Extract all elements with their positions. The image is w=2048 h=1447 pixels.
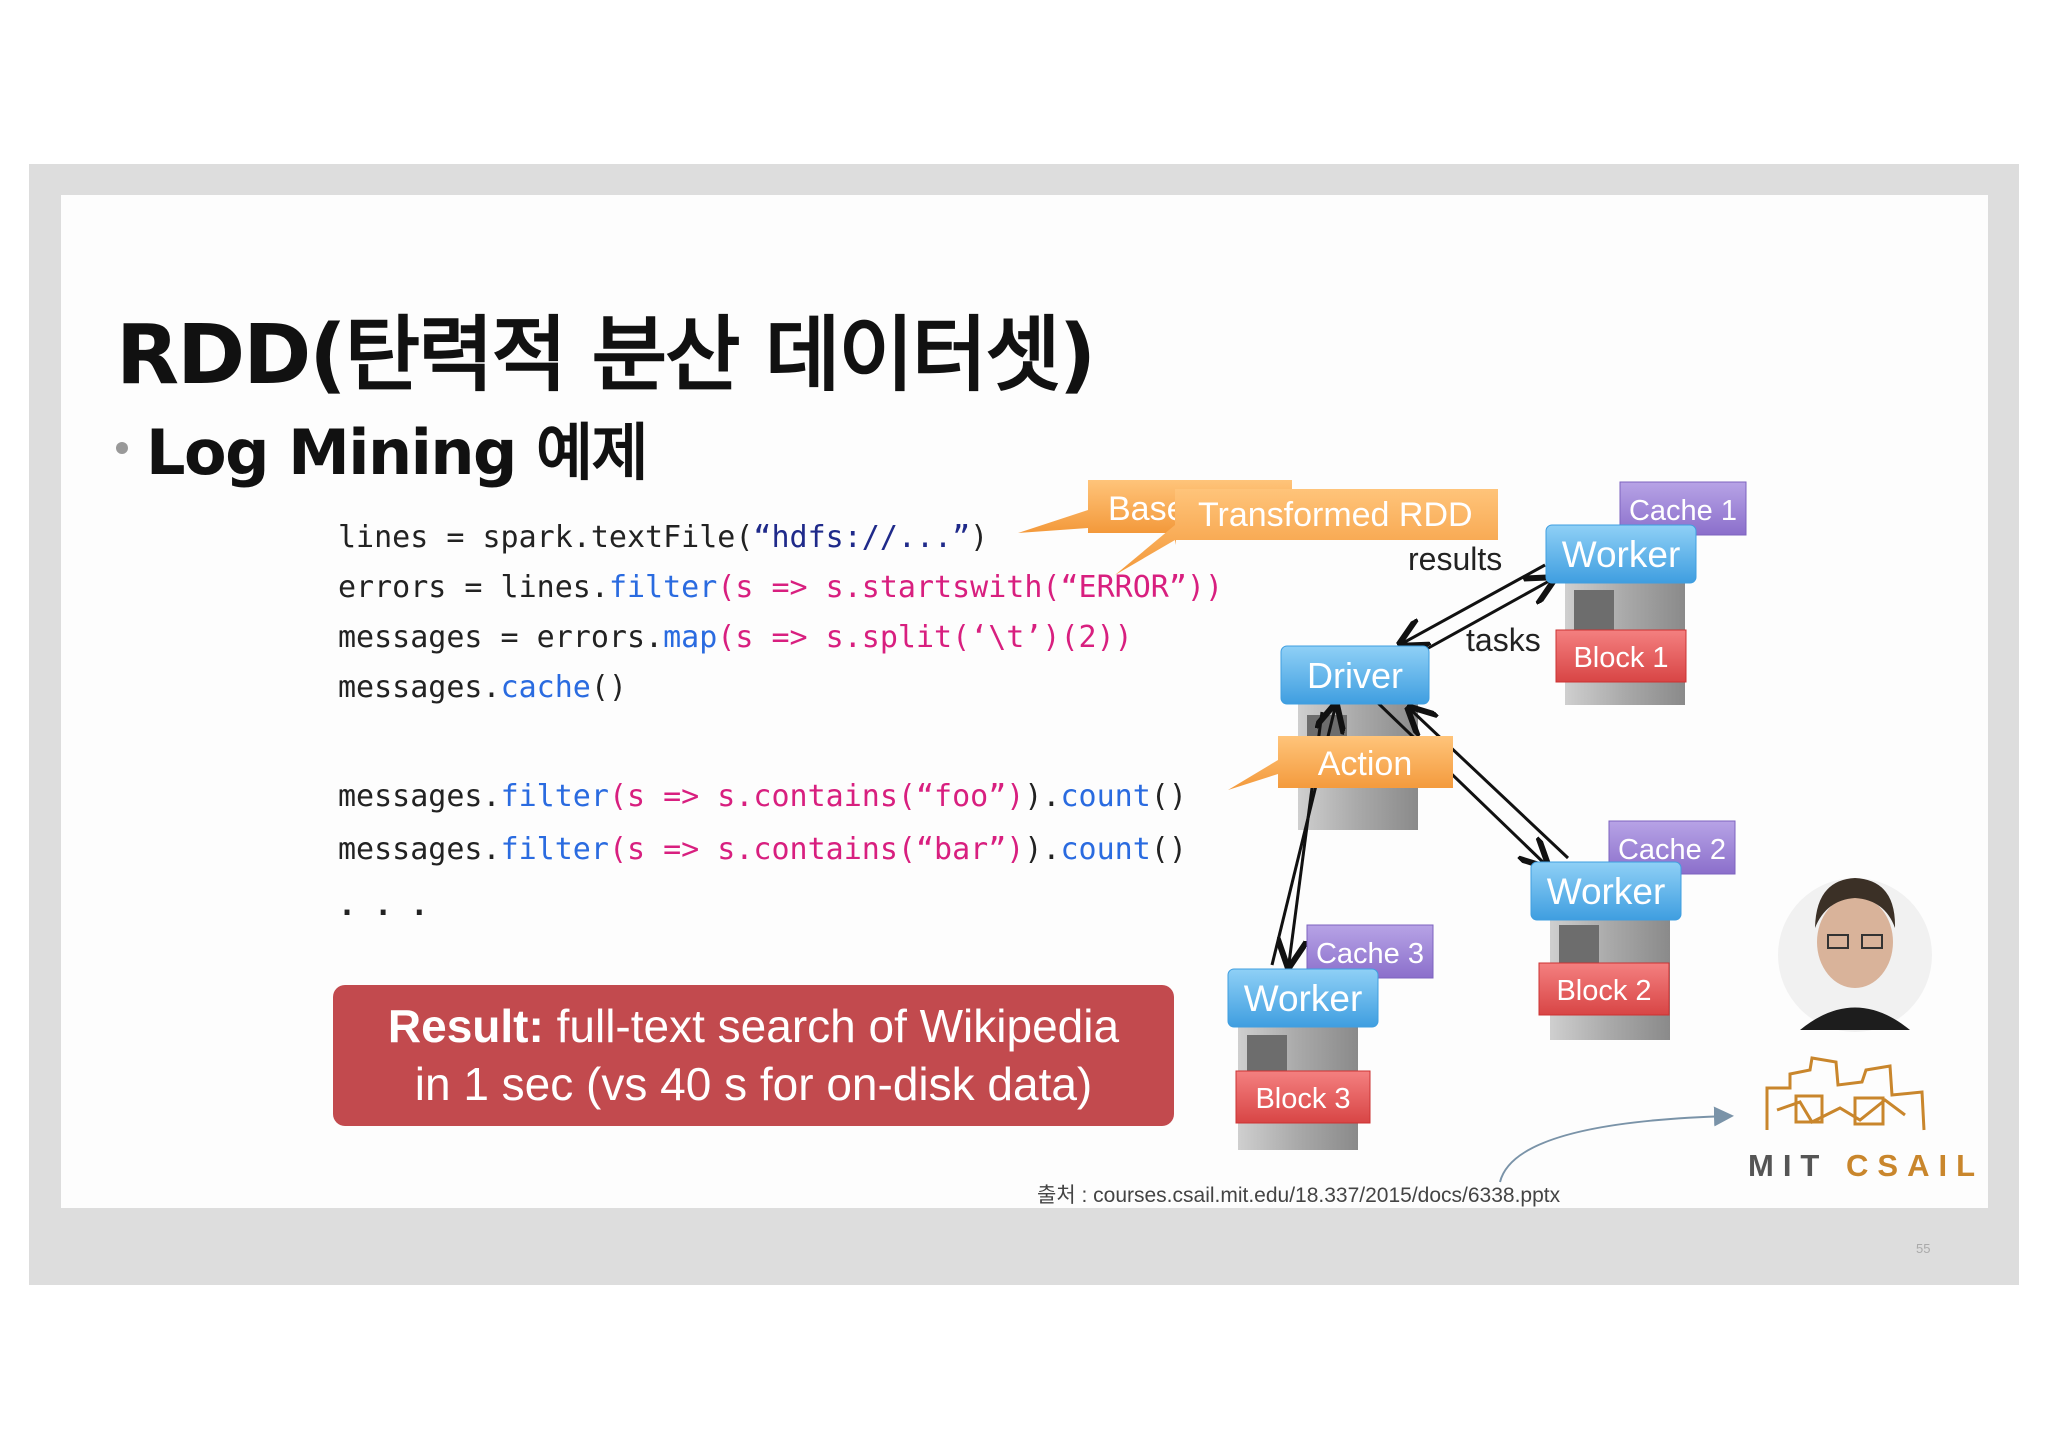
source-pointer-arrow bbox=[1499, 1106, 1734, 1183]
result-bold-label: Result: bbox=[387, 1000, 544, 1052]
driver-node: Driver bbox=[1280, 645, 1430, 705]
code-line-2: errors = lines.filter(s => s.startswith(… bbox=[338, 570, 1224, 605]
bullet-item: Log Mining 예제 bbox=[116, 402, 649, 492]
code-line-1: lines = spark.textFile(“hdfs://...”) bbox=[338, 520, 989, 555]
code-line-ellipsis: . . . bbox=[338, 888, 429, 923]
code-line-6: messages.filter(s => s.contains(“bar”)).… bbox=[338, 832, 1187, 867]
arrow-results bbox=[1403, 563, 1546, 643]
worker-2: Cache 2 Worker Block 2 bbox=[1530, 820, 1736, 1016]
bullet-dot-icon bbox=[116, 441, 128, 454]
result-text-1: full-text search of Wikipedia bbox=[543, 1000, 1120, 1052]
worker-3: Cache 3 Worker Block 3 bbox=[1227, 924, 1434, 1124]
svg-text:Worker: Worker bbox=[1547, 871, 1666, 912]
svg-text:Block 2: Block 2 bbox=[1556, 975, 1651, 1007]
result-text-2: in 1 sec (vs 40 s for on-disk data) bbox=[414, 1058, 1093, 1110]
svg-text:Driver: Driver bbox=[1307, 655, 1403, 696]
page-number: 55 bbox=[1916, 1241, 1931, 1256]
code-line-5: messages.filter(s => s.contains(“foo”)).… bbox=[338, 779, 1187, 814]
svg-text:Block 1: Block 1 bbox=[1573, 642, 1668, 674]
mit-csail-logo-text: MIT CSAIL bbox=[1748, 1148, 1984, 1183]
code-line-3: messages = errors.map(s => s.split(‘\t’)… bbox=[338, 620, 1133, 655]
worker-1: Cache 1 Worker Block 1 bbox=[1545, 481, 1747, 683]
svg-text:Base: Base bbox=[1108, 490, 1186, 528]
arrow-w2-to-driver bbox=[1411, 710, 1570, 860]
svg-text:Cache 3: Cache 3 bbox=[1316, 938, 1424, 970]
svg-text:Worker: Worker bbox=[1562, 534, 1681, 575]
svg-text:Worker: Worker bbox=[1244, 978, 1363, 1019]
callout-action: Action bbox=[1228, 736, 1453, 790]
svg-text:Transformed RDD: Transformed RDD bbox=[1198, 496, 1473, 534]
svg-text:Action: Action bbox=[1318, 745, 1413, 783]
arrow-tasks bbox=[1422, 580, 1551, 653]
source-citation: 출처 : courses.csail.mit.edu/18.337/2015/d… bbox=[1037, 1184, 1561, 1207]
result-box: Result: full-text search of Wikipedia in… bbox=[333, 985, 1174, 1126]
svg-text:Cache 2: Cache 2 bbox=[1618, 834, 1726, 866]
svg-text:Cache 1: Cache 1 bbox=[1629, 495, 1737, 527]
tasks-label: tasks bbox=[1466, 622, 1541, 658]
code-line-4: messages.cache() bbox=[338, 670, 627, 705]
svg-text:Block 3: Block 3 bbox=[1255, 1083, 1350, 1115]
mit-csail-logo-icon bbox=[1765, 1056, 1926, 1131]
slide-title: RDD(탄력적 분산 데이터셋) bbox=[116, 308, 1096, 403]
avatar bbox=[1778, 878, 1932, 1032]
callout-transformed-rdd: Transformed RDD bbox=[1115, 489, 1498, 575]
bullet-text: Log Mining 예제 bbox=[146, 416, 649, 489]
results-label: results bbox=[1408, 541, 1502, 577]
